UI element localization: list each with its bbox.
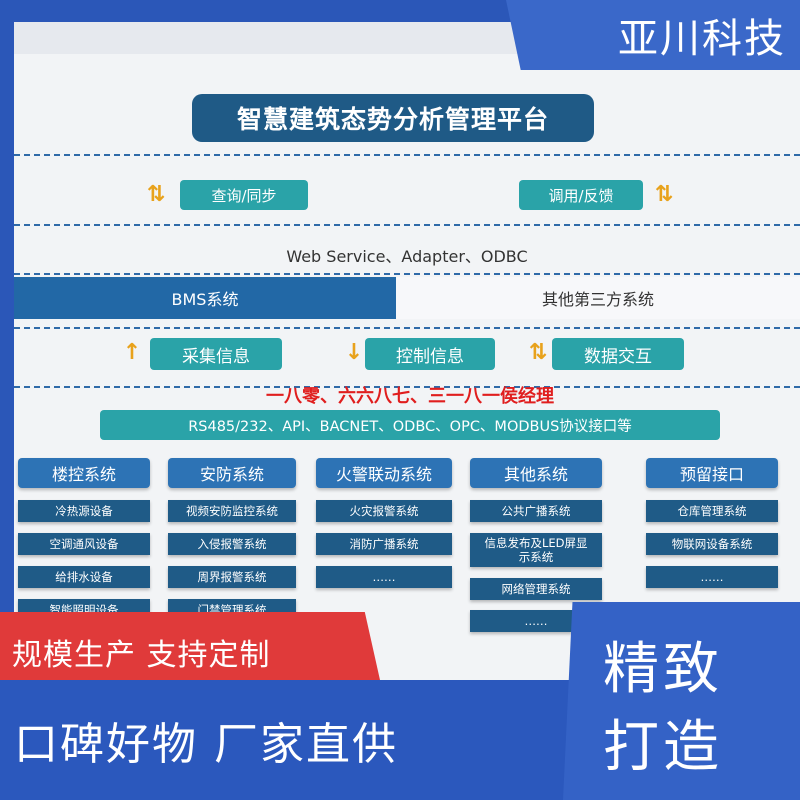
column-item: 给排水设备 [18,566,150,588]
column-item: …… [646,566,778,588]
column-item: 火灾报警系统 [316,500,452,522]
overlay-contact-text: 一八零、六六八七、三一八一侯经理 [266,386,554,407]
third-party-system-block: 其他第三方系统 [396,277,800,319]
middleware-protocols: Web Service、Adapter、ODBC [286,247,528,266]
column-item: 物联网设备系统 [646,533,778,555]
bms-system-block: BMS系统 [14,277,396,319]
brand-corner-banner: 亚川科技 [506,0,800,70]
data-exchange-label: 数据交互 [552,338,684,370]
divider-line [14,224,800,226]
column-item: 入侵报警系统 [168,533,296,555]
column-head-building-control: 楼控系统 [18,458,150,488]
column-item: …… [316,566,452,588]
control-info-label: 控制信息 [365,338,495,370]
red-promo-text: 规模生产 支持定制 [12,638,271,673]
right-promo-line1: 精致 [603,637,723,702]
red-promo-banner: 规模生产 支持定制 [0,612,380,680]
column-item: 周界报警系统 [168,566,296,588]
architecture-diagram: 智慧建筑态势分析管理平台 ⇅ 查询/同步 调用/反馈 ⇅ Web Service… [14,22,800,682]
bidirectional-arrow-icon: ⇅ [146,182,166,207]
column-item: 信息发布及LED屏显示系统 [470,533,602,567]
right-promo-line2: 打造 [603,715,723,780]
column-item: 视频安防监控系统 [168,500,296,522]
column-head-reserved-interface: 预留接口 [646,458,778,488]
column-item: 仓库管理系统 [646,500,778,522]
platform-title: 智慧建筑态势分析管理平台 [192,94,594,142]
divider-line [14,386,800,388]
query-sync-label: 查询/同步 [180,180,308,210]
bidirectional-arrow-icon: ⇅ [654,182,674,207]
column-head-fire-alarm: 火警联动系统 [316,458,452,488]
column-item: 空调通风设备 [18,533,150,555]
call-feedback-label: 调用/反馈 [519,180,643,210]
column-item: 公共广播系统 [470,500,602,522]
bidirectional-arrow-icon: ⇅ [528,340,548,365]
column-item: …… [470,610,602,632]
column-head-security: 安防系统 [168,458,296,488]
right-promo-block: 精致 打造 [563,602,800,800]
divider-line [14,327,800,329]
interface-protocols-bar: RS485/232、API、BACNET、ODBC、OPC、MODBUS协议接口… [100,410,720,440]
divider-line [14,154,800,156]
divider-line [14,273,800,275]
column-head-other-systems: 其他系统 [470,458,602,488]
bottom-promo-text: 口碑好物 厂家直供 [14,719,398,770]
column-item: 消防广播系统 [316,533,452,555]
column-item: 网络管理系统 [470,578,602,600]
column-item: 冷热源设备 [18,500,150,522]
down-arrow-icon: ↓ [344,340,364,365]
up-arrow-icon: ↑ [122,340,142,365]
collect-info-label: 采集信息 [150,338,282,370]
brand-name: 亚川科技 [618,16,786,62]
